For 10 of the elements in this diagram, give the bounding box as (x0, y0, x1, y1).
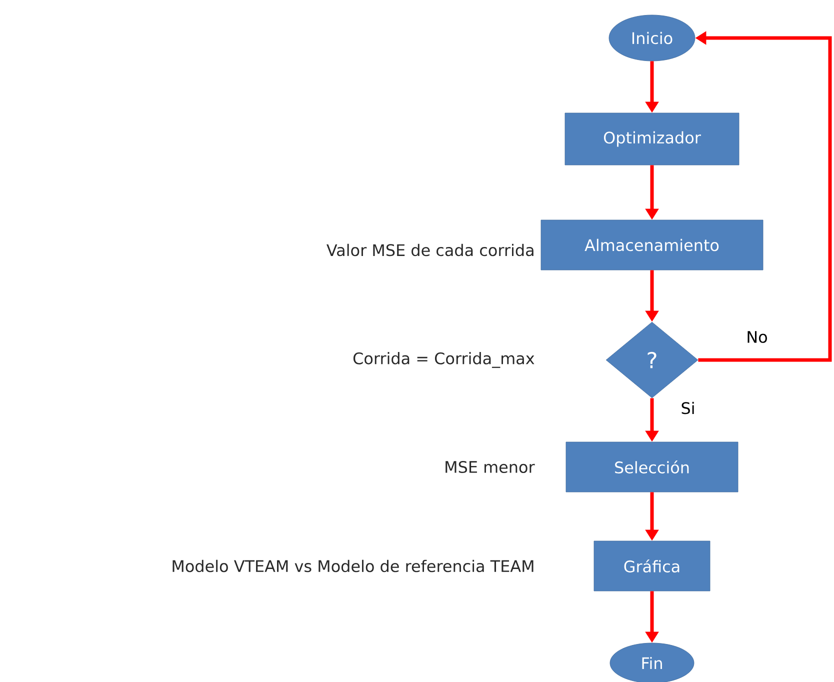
process-box: Almacenamiento (540, 220, 764, 270)
edge-label: No (745, 330, 769, 344)
note-text: Corrida = Corrida_max (353, 352, 534, 368)
process-box: Gráfica (594, 540, 710, 592)
node-caption: Modelo VTEAM vs Modelo de referencia TEAM (172, 560, 534, 572)
node-caption: Valor MSE de cada corrida (326, 244, 534, 256)
process-box: Selección (566, 442, 738, 492)
edge-label: Si (680, 400, 696, 416)
process-box: Optimizador (564, 112, 740, 166)
node-caption: MSE menor (446, 460, 535, 474)
